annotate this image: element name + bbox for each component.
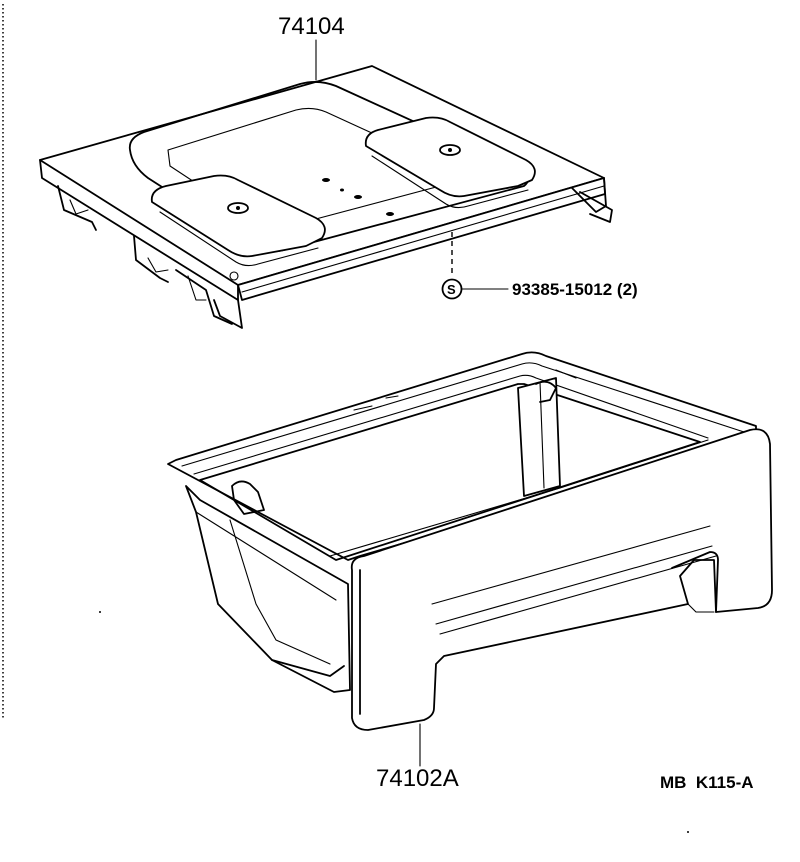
tray-drawer (167, 351, 773, 731)
tray-cover-bracket (39, 65, 613, 329)
part-number-fastener: 93385-15012 (2) (512, 280, 638, 299)
part-number-74102A: 74102A (376, 765, 459, 792)
figure-code: MB K115-A (660, 773, 754, 792)
part-number-74104: 74104 (278, 13, 345, 40)
fastener-symbol-letter: S (447, 282, 456, 297)
